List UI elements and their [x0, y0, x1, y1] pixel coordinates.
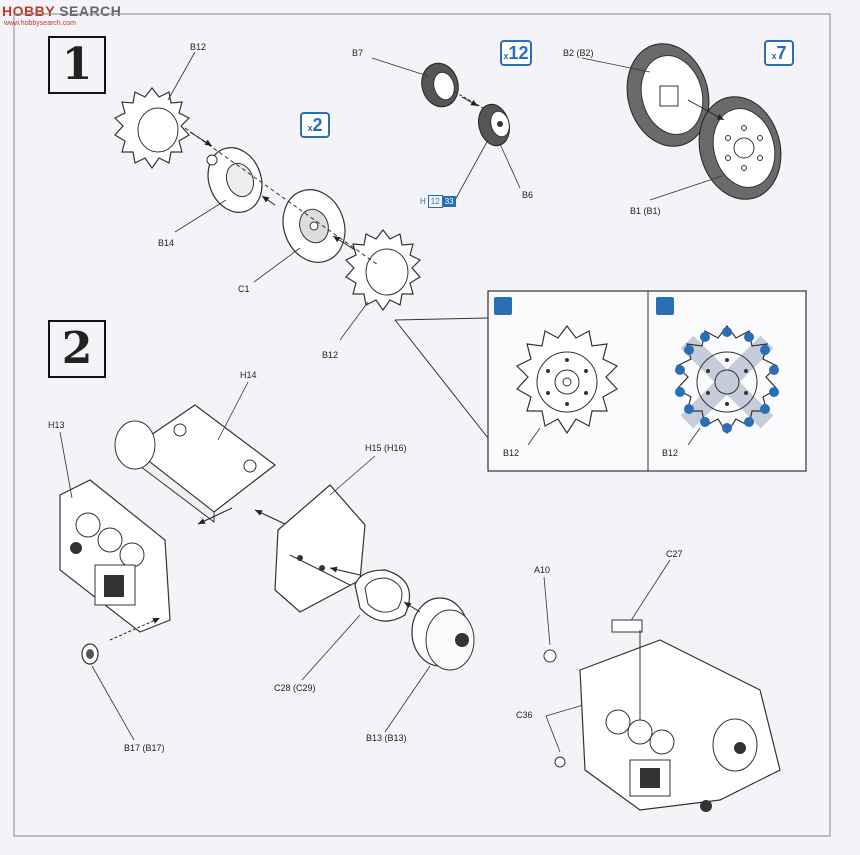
disc-c1 — [282, 189, 346, 263]
drum-b13 — [411, 597, 475, 671]
label-b13: B13 (B13) — [366, 733, 407, 743]
label-c1: C1 — [238, 284, 250, 294]
label-h13: H13 — [48, 420, 65, 430]
watermark: HOBBY SEARCH — [2, 3, 122, 19]
leader-lines-1 — [167, 51, 723, 341]
label-b14: B14 — [158, 238, 175, 248]
plate-h14 — [114, 404, 276, 524]
label-b12-mid: B12 — [322, 350, 339, 360]
label-b1: B1 (B1) — [630, 206, 661, 216]
label-b12-detail-2: B12 — [662, 448, 679, 458]
sprocket-b12-top — [113, 87, 191, 170]
quantity-badge-x2: x2 — [300, 112, 330, 138]
roadwheel-b7-b6 — [421, 62, 510, 147]
watermark-url: www.hobbysearch.com — [4, 20, 76, 27]
label-b12: B12 — [190, 42, 207, 52]
label-c28: C28 (C29) — [274, 683, 316, 693]
bolt-b17 — [81, 643, 99, 665]
label-c36: C36 — [516, 710, 533, 720]
label-b6: B6 — [522, 190, 534, 200]
step-1-marker: 1 — [48, 36, 106, 94]
step-2-marker: 2 — [48, 320, 106, 378]
label-b12-detail-1: B12 — [503, 448, 520, 458]
sprocket-b12-mid — [344, 229, 422, 312]
roadwheel-b2-b1 — [626, 43, 782, 200]
assembled-housing — [543, 619, 781, 812]
ring-c28 — [354, 569, 411, 622]
paint-brush-icon — [494, 297, 512, 315]
label-c27: C27 — [666, 549, 683, 559]
hub-b14 — [206, 147, 263, 213]
label-b17: B17 (B17) — [124, 743, 165, 753]
label-h14: H14 — [240, 370, 257, 380]
quantity-badge-x7: x7 — [764, 40, 794, 66]
label-h15: H15 (H16) — [365, 443, 407, 453]
label-a10: A10 — [534, 565, 551, 575]
sprocket-detail-plain — [515, 325, 619, 435]
quantity-badge-x12: x12 — [500, 40, 532, 66]
sprocket-detail-painted — [675, 325, 779, 435]
label-b7: B7 — [352, 48, 364, 58]
bracket-h15 — [274, 484, 366, 613]
paint-brush-icon — [656, 297, 674, 315]
housing-h13 — [59, 479, 171, 633]
page-border — [13, 13, 831, 837]
label-b2: B2 (B2) — [563, 48, 594, 58]
